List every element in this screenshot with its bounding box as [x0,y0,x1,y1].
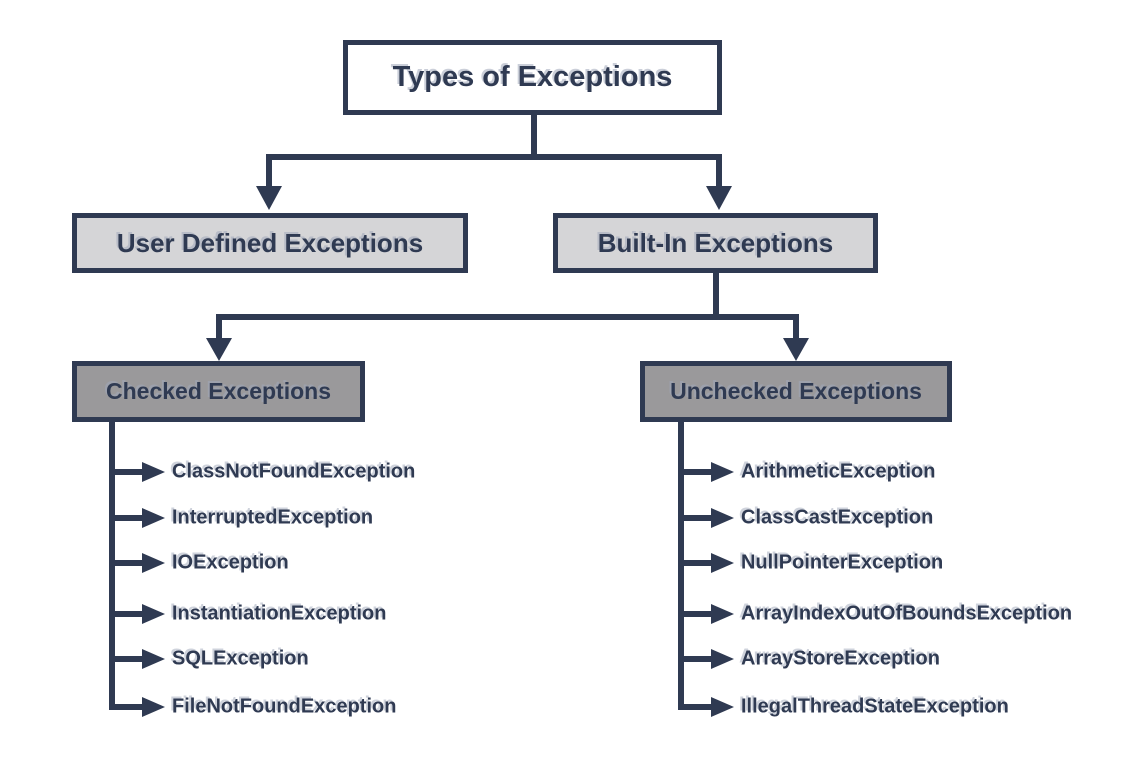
checked-exception-item: SQLException [172,647,309,670]
checked-exception-item: InstantiationException [172,602,387,625]
unchecked-exception-item: ClassCastException [741,506,934,529]
arrow-right-icon [142,649,165,669]
level3-split-line [216,314,799,340]
checked-exception-item: IOException [172,551,289,574]
arrow-right-icon [142,462,165,482]
arrow-right-icon [711,508,734,528]
unchecked-exception-item: ArrayIndexOutOfBoundsException [741,602,1073,625]
arrow-right-icon [711,553,734,573]
arrow-right-icon [142,508,165,528]
node-types-of-exceptions: Types of Exceptions [343,40,722,115]
node-unchecked-exceptions: Unchecked Exceptions [640,361,952,422]
arrow-right-icon [142,553,165,573]
arrow-down-icon [783,338,809,361]
node-built-in-exceptions: Built-In Exceptions [553,213,878,273]
node-user-defined-exceptions: User Defined Exceptions [72,213,468,273]
checked-trunk-line [109,422,142,710]
arrow-right-icon [711,697,734,717]
arrow-down-icon [256,186,282,210]
checked-exception-item: InterruptedException [172,506,374,529]
arrow-right-icon [142,697,165,717]
unchecked-exception-item: IllegalThreadStateException [741,695,1009,718]
checked-exception-item: FileNotFoundException [172,695,397,718]
unchecked-exception-item: NullPointerException [741,551,944,574]
arrow-down-icon [206,338,232,361]
arrow-right-icon [711,462,734,482]
arrow-right-icon [142,604,165,624]
unchecked-exception-item: ArithmeticException [741,460,936,483]
arrow-right-icon [711,649,734,669]
unchecked-trunk-line [678,422,711,710]
arrow-right-icon [711,604,734,624]
arrow-down-icon [706,186,732,210]
checked-exception-item: ClassNotFoundException [172,460,416,483]
node-checked-exceptions: Checked Exceptions [72,361,365,422]
level2-split-line [266,154,722,188]
unchecked-exception-item: ArrayStoreException [741,647,940,670]
